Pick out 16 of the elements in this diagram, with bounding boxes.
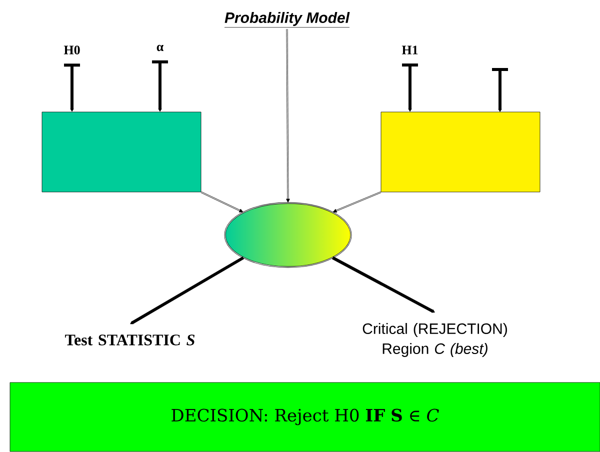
decision-banner: DECISION: Reject H0 IF S ∈ C (10, 382, 600, 452)
process-box (380, 112, 540, 192)
arrow (286, 28, 290, 203)
title-text: Probability Model (224, 12, 350, 28)
process-box (42, 112, 202, 192)
input-label: H0 (64, 46, 80, 54)
input-label: α (156, 44, 164, 52)
input-label: H1 (402, 46, 418, 54)
arrow (332, 192, 382, 213)
arrow (492, 68, 508, 112)
combiner-ellipse (224, 202, 352, 268)
arrow (200, 192, 244, 212)
output-label: Critical (REJECTION) Region C (best) (362, 323, 507, 357)
arrow (130, 256, 244, 324)
arrow (332, 256, 435, 313)
output-label: Test STATISTIC S (65, 334, 195, 346)
